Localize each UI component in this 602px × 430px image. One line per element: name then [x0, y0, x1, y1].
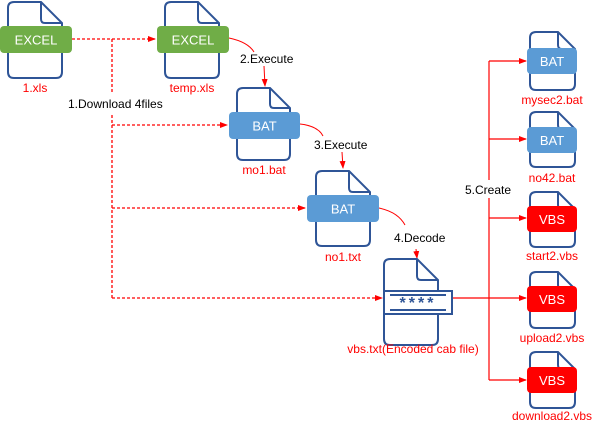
bat-badge-text: BAT	[540, 54, 564, 69]
step-create-label: 5.Create	[465, 183, 511, 197]
execute-curve-2	[299, 123, 324, 137]
file-node-mysec2: BAT mysec2.bat	[521, 31, 583, 107]
page-fold-icon	[269, 88, 290, 109]
excel-badge-text: EXCEL	[15, 33, 58, 48]
step-execute-2-label: 3.Execute	[314, 138, 368, 152]
excel-badge	[157, 26, 229, 53]
create-connectors	[452, 58, 527, 383]
file-node-upload2: VBS upload2.vbs	[520, 271, 585, 345]
bat-badge	[229, 112, 300, 139]
file-name-label: no42.bat	[529, 171, 576, 185]
file-node-no1: BAT no1.txt	[307, 170, 379, 264]
page-fold-icon	[197, 2, 219, 24]
vbs-badge-text: VBS	[539, 373, 565, 388]
vbs-badge	[527, 367, 577, 393]
bat-badge-text: BAT	[331, 202, 355, 217]
encoded-asterisks: ****	[400, 295, 437, 312]
download-connectors	[72, 36, 383, 301]
file-node-xls1: EXCEL 1.xls	[0, 1, 72, 95]
file-name-label: 1.xls	[23, 81, 48, 95]
file-name-label: download2.vbs	[512, 409, 592, 423]
file-node-start2: VBS start2.vbs	[526, 191, 578, 263]
step-download-label: 1.Download 4files	[68, 97, 163, 111]
file-name-label: temp.xls	[170, 81, 215, 95]
execute-arrow-2	[339, 151, 346, 169]
file-node-mo1: BAT mo1.bat	[229, 87, 300, 177]
execute-connectors	[228, 37, 420, 259]
file-name-label: start2.vbs	[526, 249, 578, 263]
excel-badge-text: EXCEL	[172, 33, 215, 48]
file-name-label: mysec2.bat	[521, 93, 583, 107]
file-name-label: upload2.vbs	[520, 331, 585, 345]
page-fold-icon	[348, 171, 370, 193]
step-decode-label: 4.Decode	[394, 231, 446, 245]
decode-curve	[378, 207, 406, 226]
file-node-temp: EXCEL temp.xls	[157, 1, 229, 95]
vbs-badge	[527, 206, 577, 232]
file-name-label: mo1.bat	[242, 163, 286, 177]
bat-badge-text: BAT	[540, 133, 564, 148]
file-node-no42: BAT no42.bat	[527, 111, 577, 185]
excel-badge	[0, 26, 72, 53]
file-node-download2: VBS download2.vbs	[512, 351, 592, 423]
step-execute-1-label: 2.Execute	[240, 52, 294, 66]
execute-arrow-1	[261, 65, 268, 87]
vbs-badge-text: VBS	[539, 292, 565, 307]
vbs-badge	[527, 286, 577, 312]
page-fold-icon	[40, 2, 62, 24]
file-name-label: vbs.txt(Encoded cab file)	[347, 342, 478, 356]
file-node-vbs: **** vbs.txt(Encoded cab file)	[347, 258, 479, 356]
bat-badge-text: BAT	[252, 119, 276, 134]
encoded-band	[383, 290, 453, 315]
decode-arrow	[413, 248, 420, 259]
bat-badge	[307, 195, 379, 222]
execute-curve-1	[228, 37, 255, 53]
vbs-badge-text: VBS	[539, 212, 565, 227]
file-name-label: no1.txt	[325, 250, 362, 264]
page-fold-icon	[416, 259, 438, 281]
bat-badge	[527, 127, 577, 153]
bat-badge	[527, 48, 577, 74]
